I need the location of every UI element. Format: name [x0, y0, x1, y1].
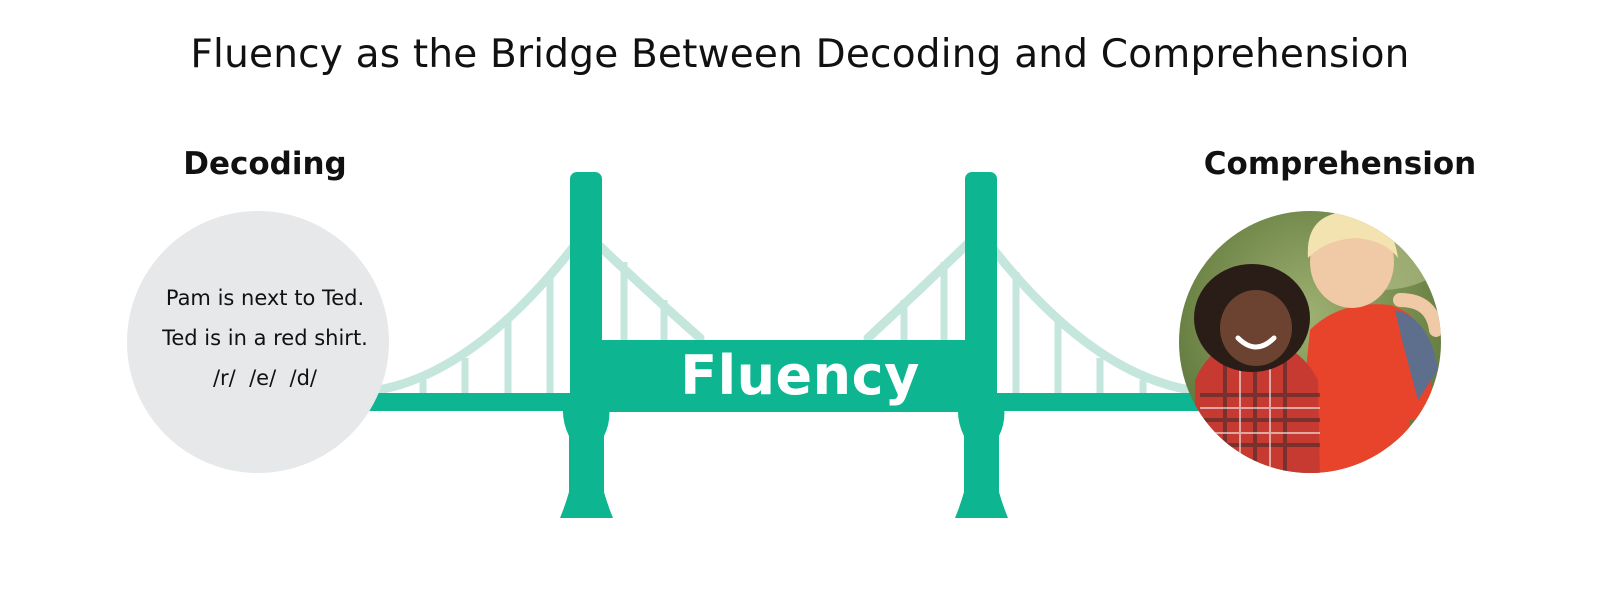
fluency-label: Fluency	[680, 344, 920, 407]
decoding-label: Decoding	[183, 146, 347, 182]
phoneme-line: /r/ /e/ /d/	[212, 366, 318, 390]
bridge-tower-left	[560, 172, 613, 518]
decoding-line: Pam is next to Ted.	[165, 286, 365, 310]
decoding-line: Ted is in a red shirt.	[162, 326, 368, 350]
children-photo	[1179, 211, 1441, 473]
fluency-banner	[596, 340, 972, 412]
decoding-circle	[127, 211, 389, 473]
diagram-title: Fluency as the Bridge Between Decoding a…	[190, 32, 1410, 77]
comprehension-label: Comprehension	[1203, 146, 1477, 182]
bridge-tower-right	[955, 172, 1008, 518]
decoding-sample-text: Pam is next to Ted. Ted is in a red shir…	[130, 278, 400, 398]
